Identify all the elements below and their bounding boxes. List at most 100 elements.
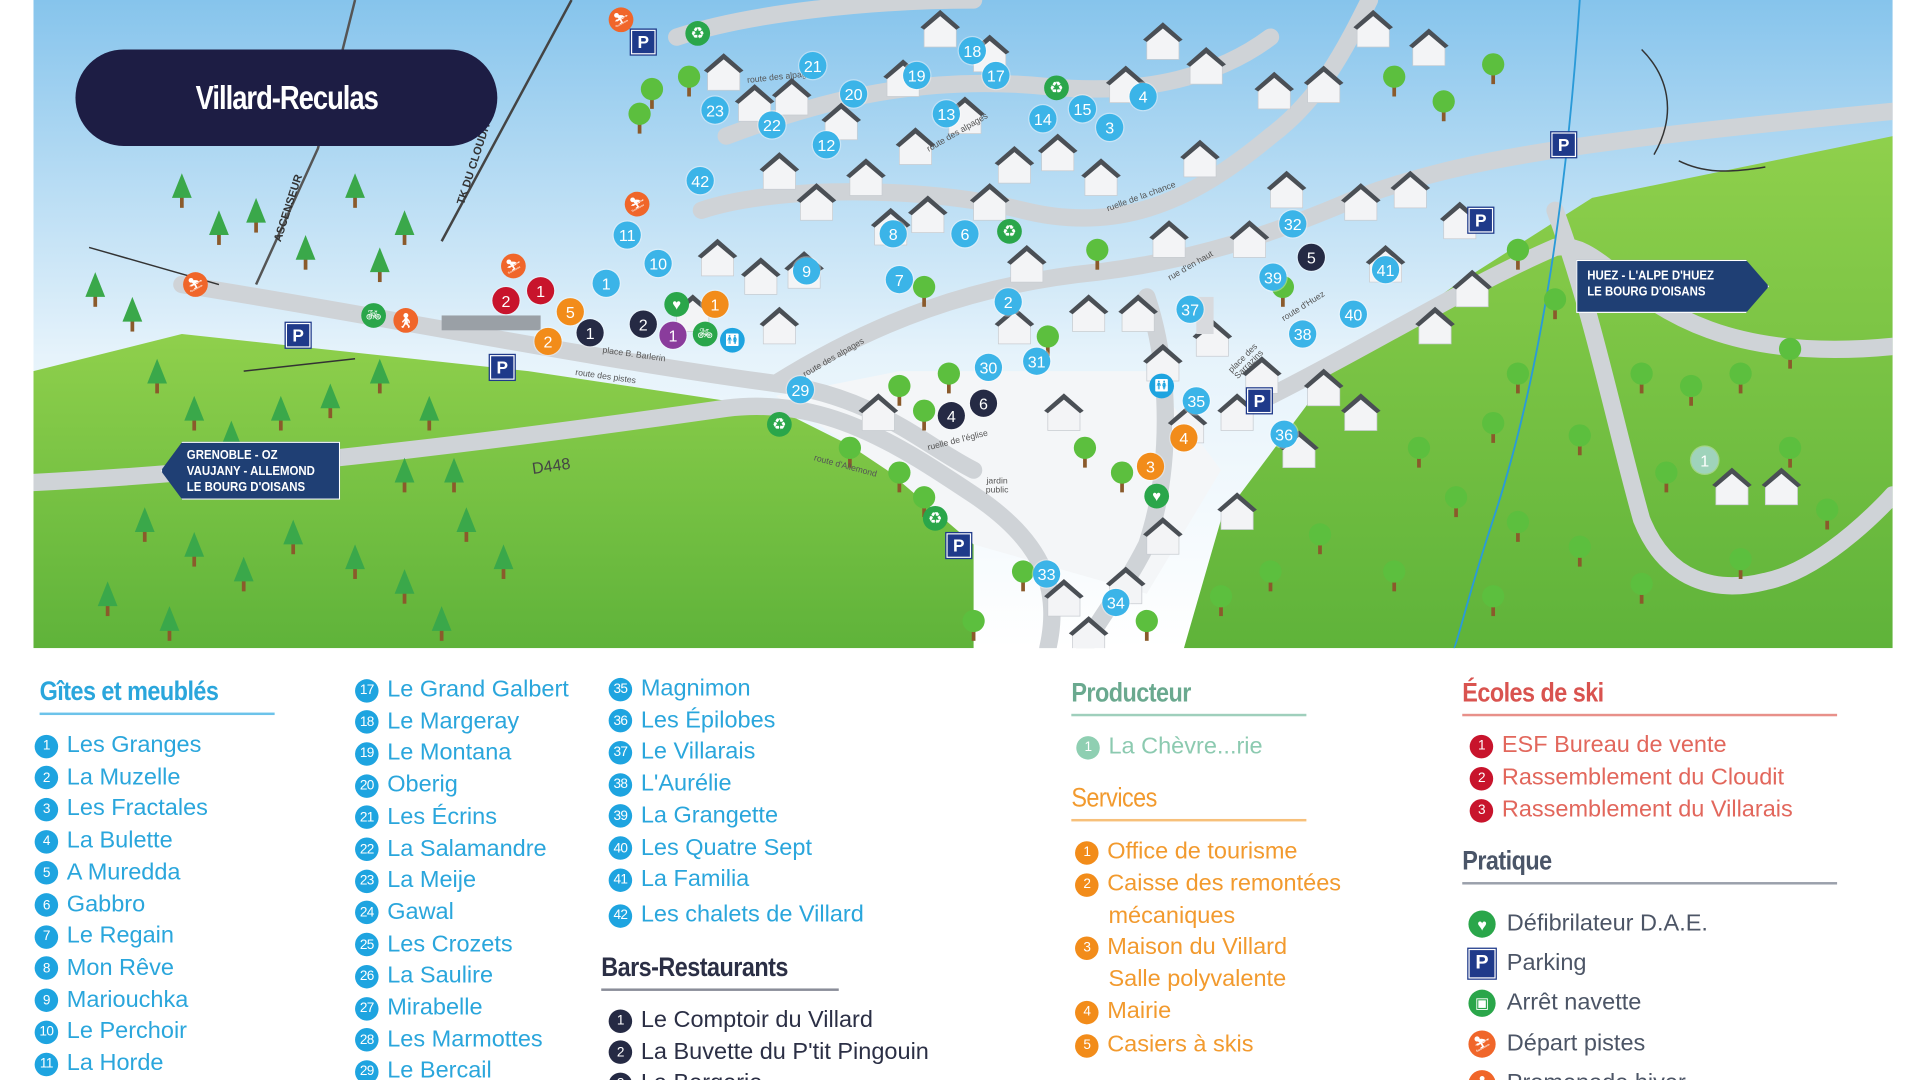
ski-start-icon[interactable]: ⛷ [501, 253, 526, 279]
lodging-marker[interactable]: 14 [1029, 105, 1057, 133]
parking-icon[interactable]: P [629, 28, 657, 56]
lodging-marker[interactable]: 1 [592, 269, 620, 297]
recycling-icon[interactable]: ♻ [685, 21, 711, 46]
service-marker[interactable]: 5 [556, 298, 584, 326]
defibrillator-icon[interactable]: ♥ [664, 291, 690, 317]
restaurant-marker[interactable]: 2 [629, 310, 657, 338]
lodging-marker[interactable]: 17 [982, 61, 1010, 90]
winter-walk-icon[interactable]: 🚶︎ [393, 308, 419, 333]
ski-school-marker[interactable]: 2 [492, 287, 520, 315]
parking-icon[interactable]: P [1467, 206, 1495, 234]
tree-trunk [922, 418, 926, 431]
lodging-marker[interactable]: 29 [786, 376, 815, 404]
house-roof [1365, 244, 1406, 265]
lodging-marker[interactable]: 6 [951, 220, 979, 248]
deciduous-tree [1729, 548, 1752, 571]
toilets-icon[interactable]: 🚻︎ [719, 327, 745, 353]
tree-trunk [291, 541, 296, 555]
lodging-marker[interactable]: 10 [644, 249, 672, 278]
lodging-marker[interactable]: 40 [1339, 300, 1367, 328]
legend-number-badge: 42 [608, 903, 633, 928]
service-marker[interactable]: 3 [1136, 452, 1165, 480]
lodging-marker[interactable]: 18 [958, 37, 986, 65]
legend-item-label: La Familia [640, 866, 750, 893]
parking-icon[interactable]: P [488, 353, 516, 382]
lodging-marker[interactable]: 30 [974, 353, 1003, 382]
lodging-marker[interactable]: 23 [701, 96, 729, 124]
service-marker[interactable]: 1 [701, 290, 729, 318]
lodging-marker[interactable]: 39 [1259, 263, 1287, 291]
parking-icon[interactable]: P [1550, 131, 1578, 159]
ski-start-icon[interactable]: ⛷ [183, 272, 208, 297]
lodging-marker[interactable]: 19 [903, 61, 931, 90]
lodging-marker[interactable]: 22 [758, 111, 786, 139]
parking-icon[interactable]: P [1245, 387, 1273, 415]
lodging-marker[interactable]: 41 [1371, 256, 1400, 284]
recycling-icon[interactable]: ♻ [767, 411, 792, 437]
lodging-marker[interactable]: 32 [1279, 210, 1307, 238]
producer-marker[interactable]: 1 [1691, 446, 1719, 474]
purple-marker[interactable]: 1 [659, 321, 687, 349]
lodging-marker[interactable]: 12 [812, 131, 840, 159]
restaurant-marker[interactable]: 1 [576, 319, 604, 347]
house-roof [1712, 467, 1752, 488]
restaurant-marker[interactable]: 4 [937, 402, 965, 430]
lodging-marker[interactable]: 33 [1032, 560, 1061, 588]
ski-start-icon[interactable]: ⛷ [608, 7, 634, 33]
lodging-marker[interactable]: 42 [686, 167, 714, 195]
lodging-marker[interactable]: 38 [1289, 320, 1317, 348]
deciduous-tree [640, 77, 664, 101]
lodging-marker[interactable]: 7 [885, 265, 913, 294]
direction-arrow [1678, 160, 1766, 172]
lodging-marker[interactable]: 35 [1182, 387, 1210, 415]
pine-tree [345, 173, 365, 198]
lodging-marker[interactable]: 31 [1023, 347, 1051, 375]
tree-trunk [1577, 554, 1582, 567]
lodging-marker[interactable]: 3 [1096, 113, 1124, 142]
recycling-icon[interactable]: ♻ [997, 218, 1022, 244]
lodging-marker[interactable]: 4 [1129, 82, 1157, 111]
lodging-marker[interactable]: 13 [932, 100, 960, 128]
defibrillator-icon[interactable]: ♥ [1144, 483, 1170, 509]
legend-item-label: Les Marmottes [387, 1026, 543, 1053]
legend-item-label: Mon Rêve [66, 954, 174, 981]
lodging-marker[interactable]: 2 [994, 288, 1022, 316]
lodging-marker[interactable]: 21 [799, 51, 827, 80]
lodging-marker[interactable]: 36 [1270, 420, 1298, 448]
lodging-marker[interactable]: 9 [792, 257, 821, 285]
legend-item-label-continued: mécaniques [1108, 903, 1236, 930]
service-marker[interactable]: 4 [1170, 424, 1198, 452]
recycling-icon[interactable]: ♻ [922, 505, 948, 531]
legend-item-label: La Salamandre [387, 835, 547, 862]
parking-icon[interactable]: P [945, 531, 973, 560]
lodging-marker[interactable]: 37 [1176, 295, 1204, 323]
restaurant-marker[interactable]: 5 [1297, 243, 1325, 271]
recycling-icon[interactable]: ♻ [1044, 75, 1069, 101]
tree-trunk [377, 381, 382, 394]
restaurant-marker[interactable]: 6 [969, 389, 998, 417]
legend-number-badge: 24 [355, 901, 379, 925]
lodging-marker[interactable]: 20 [839, 80, 868, 108]
bike-icon[interactable]: 🚲︎ [361, 303, 386, 328]
lodging-marker[interactable]: 11 [613, 221, 641, 249]
road [173, 275, 983, 479]
parking-icon[interactable]: P [284, 321, 312, 349]
house-roof [1143, 22, 1183, 43]
legend-divider [1462, 882, 1838, 884]
lodging-marker[interactable]: 8 [879, 220, 907, 248]
toilets-icon[interactable]: 🚻︎ [1149, 373, 1175, 399]
ski-school-marker[interactable]: 1 [527, 277, 555, 305]
bike-icon[interactable]: 🚲︎ [692, 321, 718, 347]
ski-start-icon[interactable]: ⛷ [624, 191, 650, 217]
legend-item: 🚶︎Promenade hiver [1467, 1069, 1686, 1080]
legend-item-label: Mariouchka [66, 986, 189, 1013]
house-roof [1044, 393, 1084, 414]
house-roof [796, 183, 837, 203]
lodging-marker[interactable]: 15 [1068, 95, 1097, 123]
service-marker[interactable]: 2 [534, 327, 562, 356]
lodging-marker[interactable]: 34 [1102, 588, 1130, 617]
